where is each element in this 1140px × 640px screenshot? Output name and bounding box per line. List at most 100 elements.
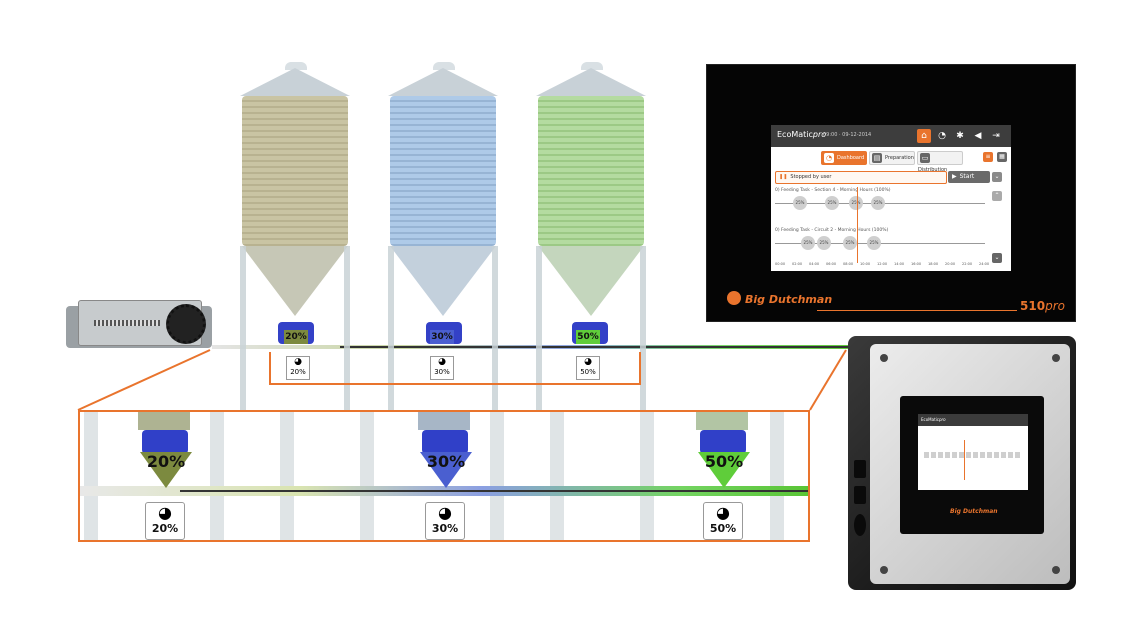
motor-spring — [94, 320, 160, 326]
percent-arrow — [698, 452, 750, 488]
model-number: 510 — [1020, 299, 1046, 313]
task-label: 0) Feeding Task - Section 4 - Morning Ho… — [775, 188, 891, 193]
side-connector — [854, 486, 866, 504]
gauge-icon: ◕ — [584, 357, 592, 367]
app-tabs: ◔Dashboard ▤Preparation ▭Distribution ≡ … — [771, 149, 1011, 173]
tab-dashboard[interactable]: ◔Dashboard — [821, 151, 867, 165]
silo-percent-badge: 20% — [284, 330, 308, 344]
gear-icon[interactable]: ✱ — [956, 131, 964, 141]
task-bubble[interactable]: 25% — [871, 196, 885, 210]
screw — [880, 566, 888, 574]
silo-percent-badge: 30% — [430, 330, 454, 344]
volume-icon[interactable]: ◀ — [974, 131, 982, 141]
silo-1 — [240, 62, 350, 442]
meter-percent: 30% — [434, 368, 450, 376]
gauge-icon: ◕ — [438, 357, 446, 367]
screw — [880, 354, 888, 362]
silo-leg-detail — [280, 412, 294, 540]
time-axis: 00:00 02:00 04:00 06:00 08:00 10:00 12:0… — [775, 262, 995, 268]
logout-icon[interactable]: ⇥ — [992, 131, 1000, 141]
percent-arrow — [420, 452, 472, 488]
filter-icon[interactable]: ≡ — [983, 152, 993, 162]
axis-tick: 20:00 — [945, 262, 956, 266]
gauge-icon: ◕ — [294, 357, 302, 367]
silo-leg — [388, 246, 394, 442]
task-bubble[interactable]: 25% — [849, 196, 863, 210]
device-front-panel: EcoMaticpro Big Dutchman — [870, 344, 1070, 584]
controller-screen: EcoMaticpro 09:00 · 09-12-2014 ⌂ ◔ ✱ ◀ ⇥… — [706, 64, 1076, 322]
silo-cap — [433, 62, 455, 70]
silo-body — [390, 96, 496, 246]
silo-cone — [242, 246, 348, 316]
device-brand-name: Big Dutchman — [950, 508, 998, 515]
tab-preparation[interactable]: ▤Preparation — [869, 151, 915, 165]
zoom-unit-2: 30% ◕30% — [398, 412, 488, 540]
silo-cone — [538, 246, 644, 316]
brand-logo-icon — [727, 291, 741, 305]
task-bubble[interactable]: 25% — [825, 196, 839, 210]
meter-percent: 30% — [431, 522, 459, 535]
feed-pipe-core — [340, 346, 850, 348]
silo-roof — [388, 68, 498, 96]
gauge-icon: ◕ — [438, 503, 452, 522]
tab-distribution[interactable]: ▭Distribution — [917, 151, 963, 173]
zoom-detail-panel: 20% ◕20% 30% ◕30% 50% ◕50% — [78, 410, 810, 542]
grid-icon[interactable]: ▦ — [997, 152, 1007, 162]
task-bubble[interactable]: 25% — [867, 236, 881, 250]
mini-timeline — [924, 452, 1020, 458]
tab-label: Dashboard — [837, 155, 865, 161]
axis-tick: 18:00 — [928, 262, 939, 266]
ecomatic-app: EcoMaticpro 09:00 · 09-12-2014 ⌂ ◔ ✱ ◀ ⇥… — [771, 125, 1011, 271]
axis-tick: 16:00 — [911, 262, 922, 266]
task-label: 0) Feeding Task - Circuit 2 - Morning Ho… — [775, 228, 889, 233]
silo-3 — [536, 62, 646, 442]
current-time-marker — [857, 187, 858, 263]
brand-divider — [817, 310, 1017, 311]
gear-icon — [166, 304, 206, 344]
feed-motor-unit — [66, 298, 212, 352]
silo-leg-detail — [550, 412, 564, 540]
task-bubble[interactable]: 25% — [801, 236, 815, 250]
status-bar: ❚❚Stopped by user — [775, 171, 947, 184]
silo-leg — [536, 246, 542, 442]
dashboard-icon: ◔ — [824, 153, 834, 163]
start-button[interactable]: ▶Start — [948, 171, 990, 183]
barn-icon[interactable]: ⌂ — [917, 129, 931, 143]
app-title-suffix: pro — [812, 130, 827, 139]
scroll-down-icon[interactable]: ⌄ — [992, 253, 1002, 263]
dosing-percent: 50% — [704, 452, 744, 471]
device-screen-bezel: EcoMaticpro Big Dutchman — [900, 396, 1044, 534]
chevron-down-icon[interactable]: ⌄ — [992, 172, 1002, 182]
dosing-percent: 20% — [146, 452, 186, 471]
silo-2 — [388, 62, 498, 442]
brand-name: Big Dutchman — [745, 293, 833, 306]
side-connector — [854, 460, 866, 478]
controller-device: EcoMaticpro Big Dutchman — [848, 336, 1076, 590]
silo-leg — [640, 246, 646, 442]
meter-percent: 20% — [290, 368, 306, 376]
tab-label: Preparation — [885, 155, 914, 161]
flow-meter: ◕20% — [286, 356, 310, 380]
task-bubble[interactable]: 25% — [793, 196, 807, 210]
dosing-percent: 30% — [426, 452, 466, 471]
silo-leg-detail — [770, 412, 784, 540]
feed-pipe-detail-core — [180, 490, 808, 492]
distribution-icon: ▭ — [920, 153, 930, 163]
app-header: EcoMaticpro 09:00 · 09-12-2014 ⌂ ◔ ✱ ◀ ⇥ — [771, 125, 1011, 147]
axis-tick: 02:00 — [792, 262, 803, 266]
silo-body — [538, 96, 644, 246]
scroll-up-icon[interactable]: ⌃ — [992, 191, 1002, 201]
silo-leg-detail — [210, 412, 224, 540]
mini-time-marker — [964, 440, 965, 480]
silo-leg — [240, 246, 246, 442]
flow-meter: ◕50% — [703, 502, 743, 540]
pause-icon: ❚❚ — [779, 174, 788, 180]
mini-app-header: EcoMaticpro — [918, 414, 1028, 426]
zoom-connector-left — [77, 349, 211, 411]
silo-roof — [536, 68, 646, 96]
silo-leg — [492, 246, 498, 442]
task-bubble[interactable]: 25% — [817, 236, 831, 250]
model-name: 510pro — [1020, 299, 1065, 313]
task-bubble[interactable]: 25% — [843, 236, 857, 250]
network-icon[interactable]: ◔ — [938, 131, 946, 141]
